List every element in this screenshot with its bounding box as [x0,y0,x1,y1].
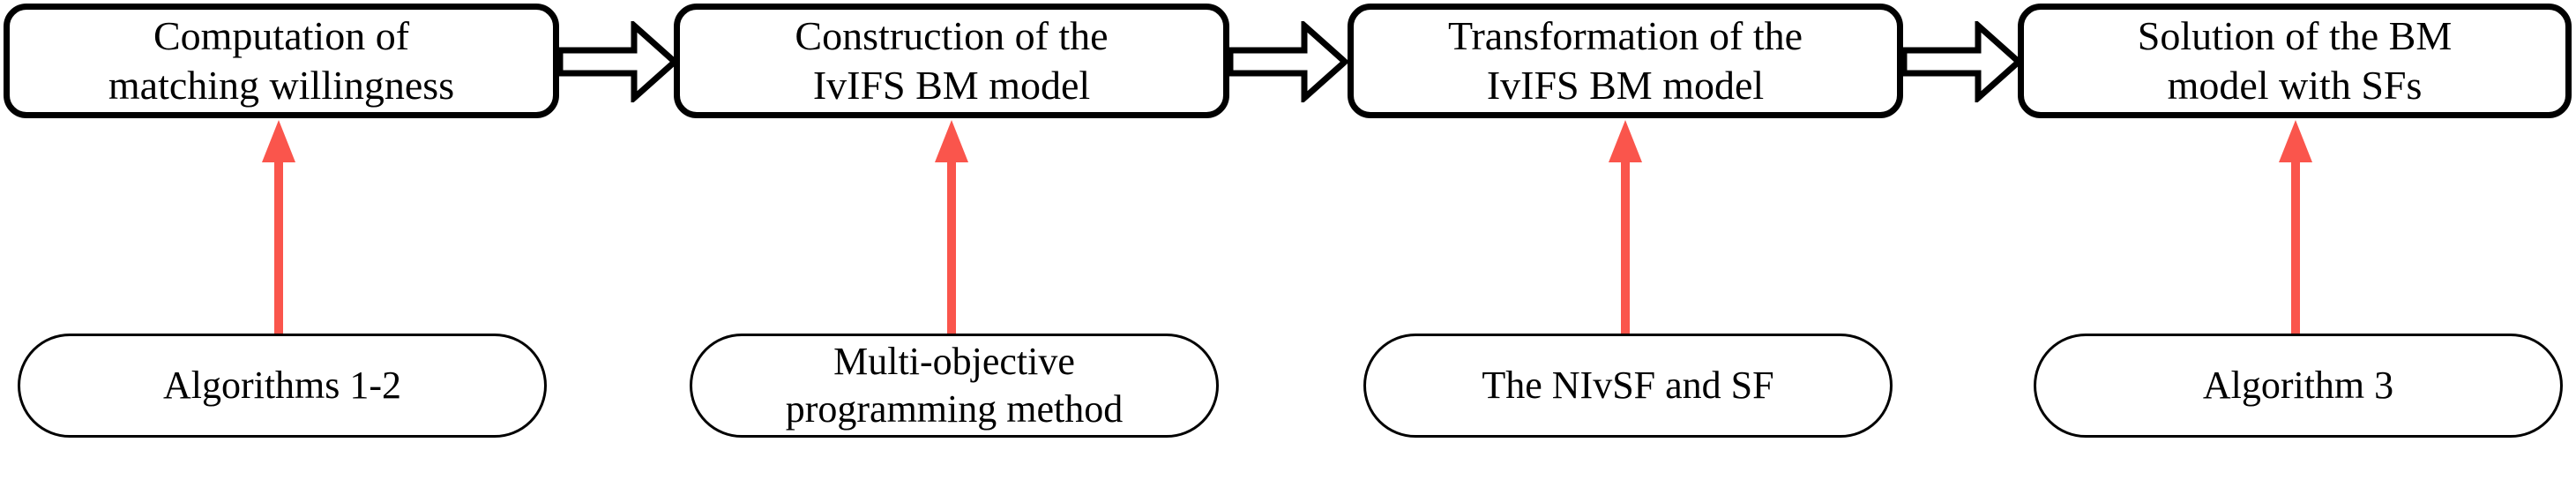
support-arrow-the-nivsf-and-sf [1607,120,1644,343]
support-capsule-label: Algorithm 3 [2202,364,2394,407]
support-capsule-algorithms-1-2[interactable]: Algorithms 1-2 [18,334,547,438]
support-capsule-algorithm-3[interactable]: Algorithm 3 [2034,334,2563,438]
process-box-solution-of-the-bm-model-with-sfs[interactable]: Solution of the BM model with SFs [2018,4,2572,118]
support-capsule-label: Algorithms 1-2 [162,364,402,407]
support-capsule-label: The NIvSF and SF [1482,364,1774,407]
support-capsule-multi-objective-programming-method[interactable]: Multi-objective programming method [690,334,1219,438]
flow-arrow-step1-to-step2 [556,19,680,107]
support-capsule-label: Multi-objective programming method [785,340,1124,431]
flow-arrow-step3-to-step4 [1900,19,2024,107]
process-box-construction-of-the-ivifs-bm-model[interactable]: Construction of the IvIFS BM model [674,4,1229,118]
process-box-computation-of-matching-willingness[interactable]: Computation of matching willingness [4,4,559,118]
process-box-transformation-of-the-ivifs-bm-model[interactable]: Transformation of the IvIFS BM model [1348,4,1903,118]
flow-arrow-step2-to-step3 [1227,19,1350,107]
process-box-label: Computation of matching willingness [108,13,455,108]
support-arrow-algorithm-3 [2277,120,2314,343]
support-arrow-multi-objective-programming-method [933,120,970,343]
support-capsule-the-nivsf-and-sf[interactable]: The NIvSF and SF [1363,334,1893,438]
process-box-label: Solution of the BM model with SFs [2137,13,2453,108]
process-box-label: Construction of the IvIFS BM model [795,13,1109,108]
support-arrow-algorithms-1-2 [260,120,297,343]
process-box-label: Transformation of the IvIFS BM model [1447,13,1803,108]
